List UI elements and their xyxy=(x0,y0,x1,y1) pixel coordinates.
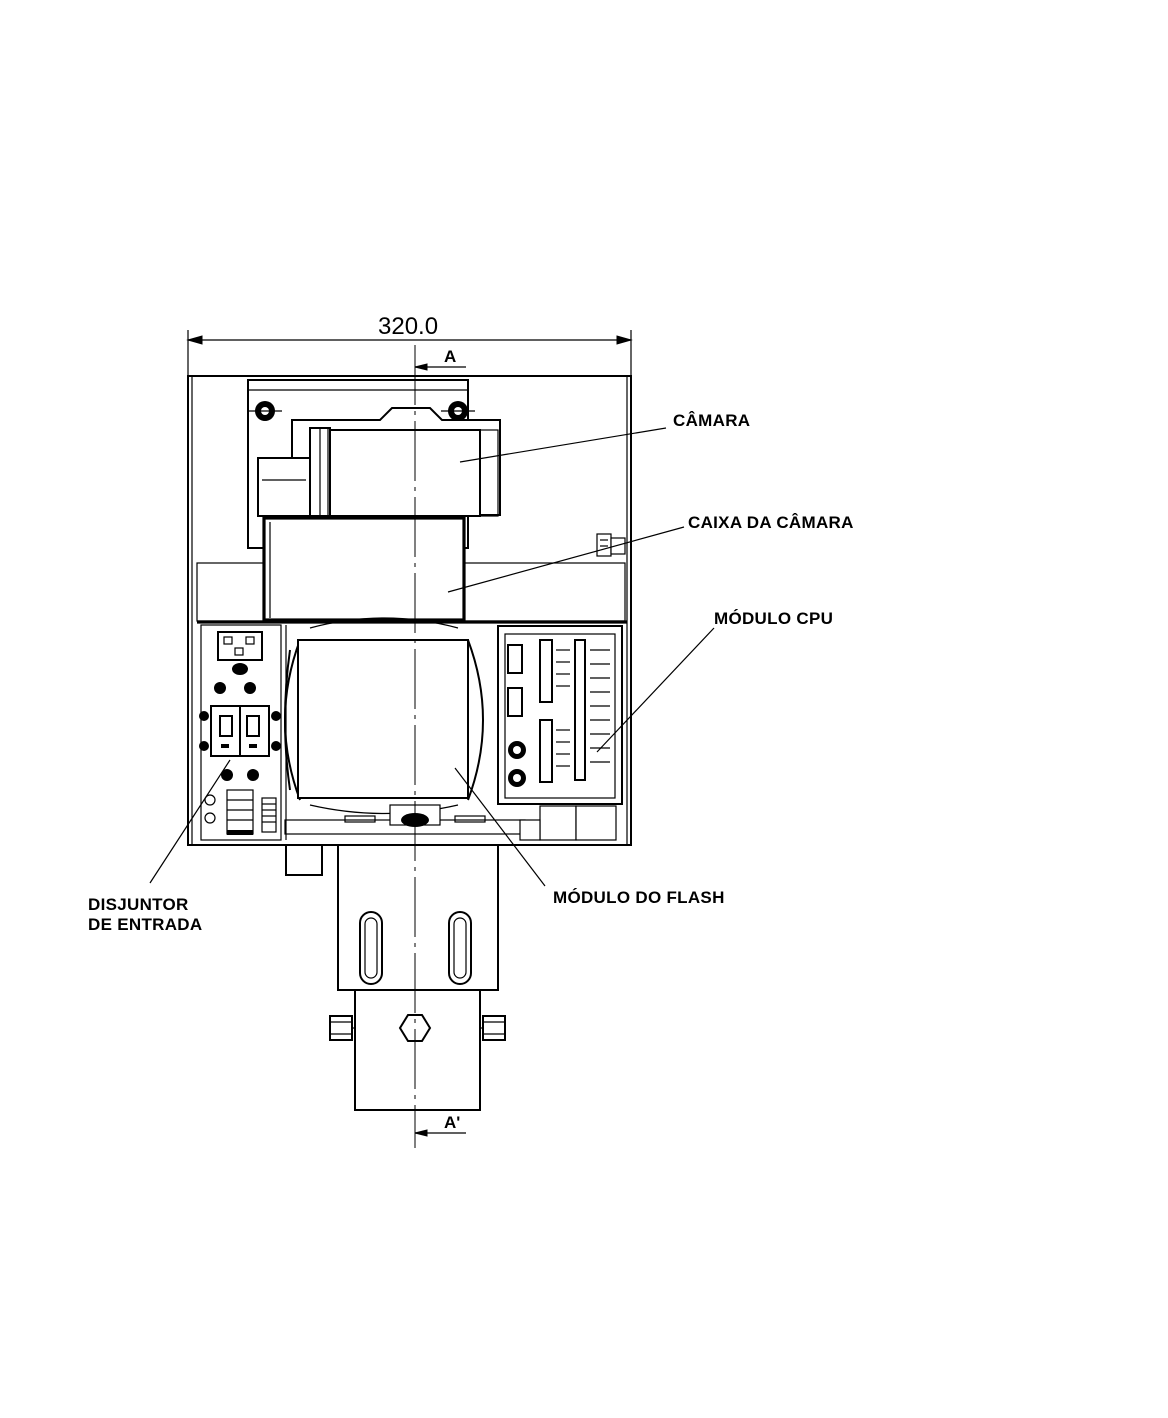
dimension-value: 320.0 xyxy=(378,313,438,340)
flash-module xyxy=(284,617,526,835)
section-mark-top: A xyxy=(414,347,466,371)
pole-adapter xyxy=(285,844,506,1111)
label-breaker-line2: DE ENTRADA xyxy=(88,915,202,934)
mount-screw-right xyxy=(441,401,475,421)
section-label-top: A xyxy=(444,347,456,366)
camera-box xyxy=(262,516,466,622)
section-label-bottom: A' xyxy=(444,1113,460,1132)
outlet xyxy=(217,631,263,661)
label-breaker-line1: DISJUNTOR xyxy=(88,895,189,914)
width-dimension: 320.0 xyxy=(186,313,633,378)
section-mark-bottom: A' xyxy=(414,1113,466,1137)
camera-body xyxy=(257,407,501,517)
camera-mount-plate xyxy=(247,379,475,549)
leader-lines xyxy=(149,427,715,887)
label-camera-box: CAIXA DA CÂMARA xyxy=(688,513,854,532)
cpu-pins xyxy=(556,649,610,767)
mount-screw-left xyxy=(248,401,282,421)
cpu-module xyxy=(497,625,623,841)
label-cpu-module: MÓDULO CPU xyxy=(714,609,833,628)
input-breaker xyxy=(199,705,281,757)
label-camera: CÂMARA xyxy=(673,411,750,430)
label-flash-module: MÓDULO DO FLASH xyxy=(553,888,725,907)
breaker-panel xyxy=(199,624,287,841)
